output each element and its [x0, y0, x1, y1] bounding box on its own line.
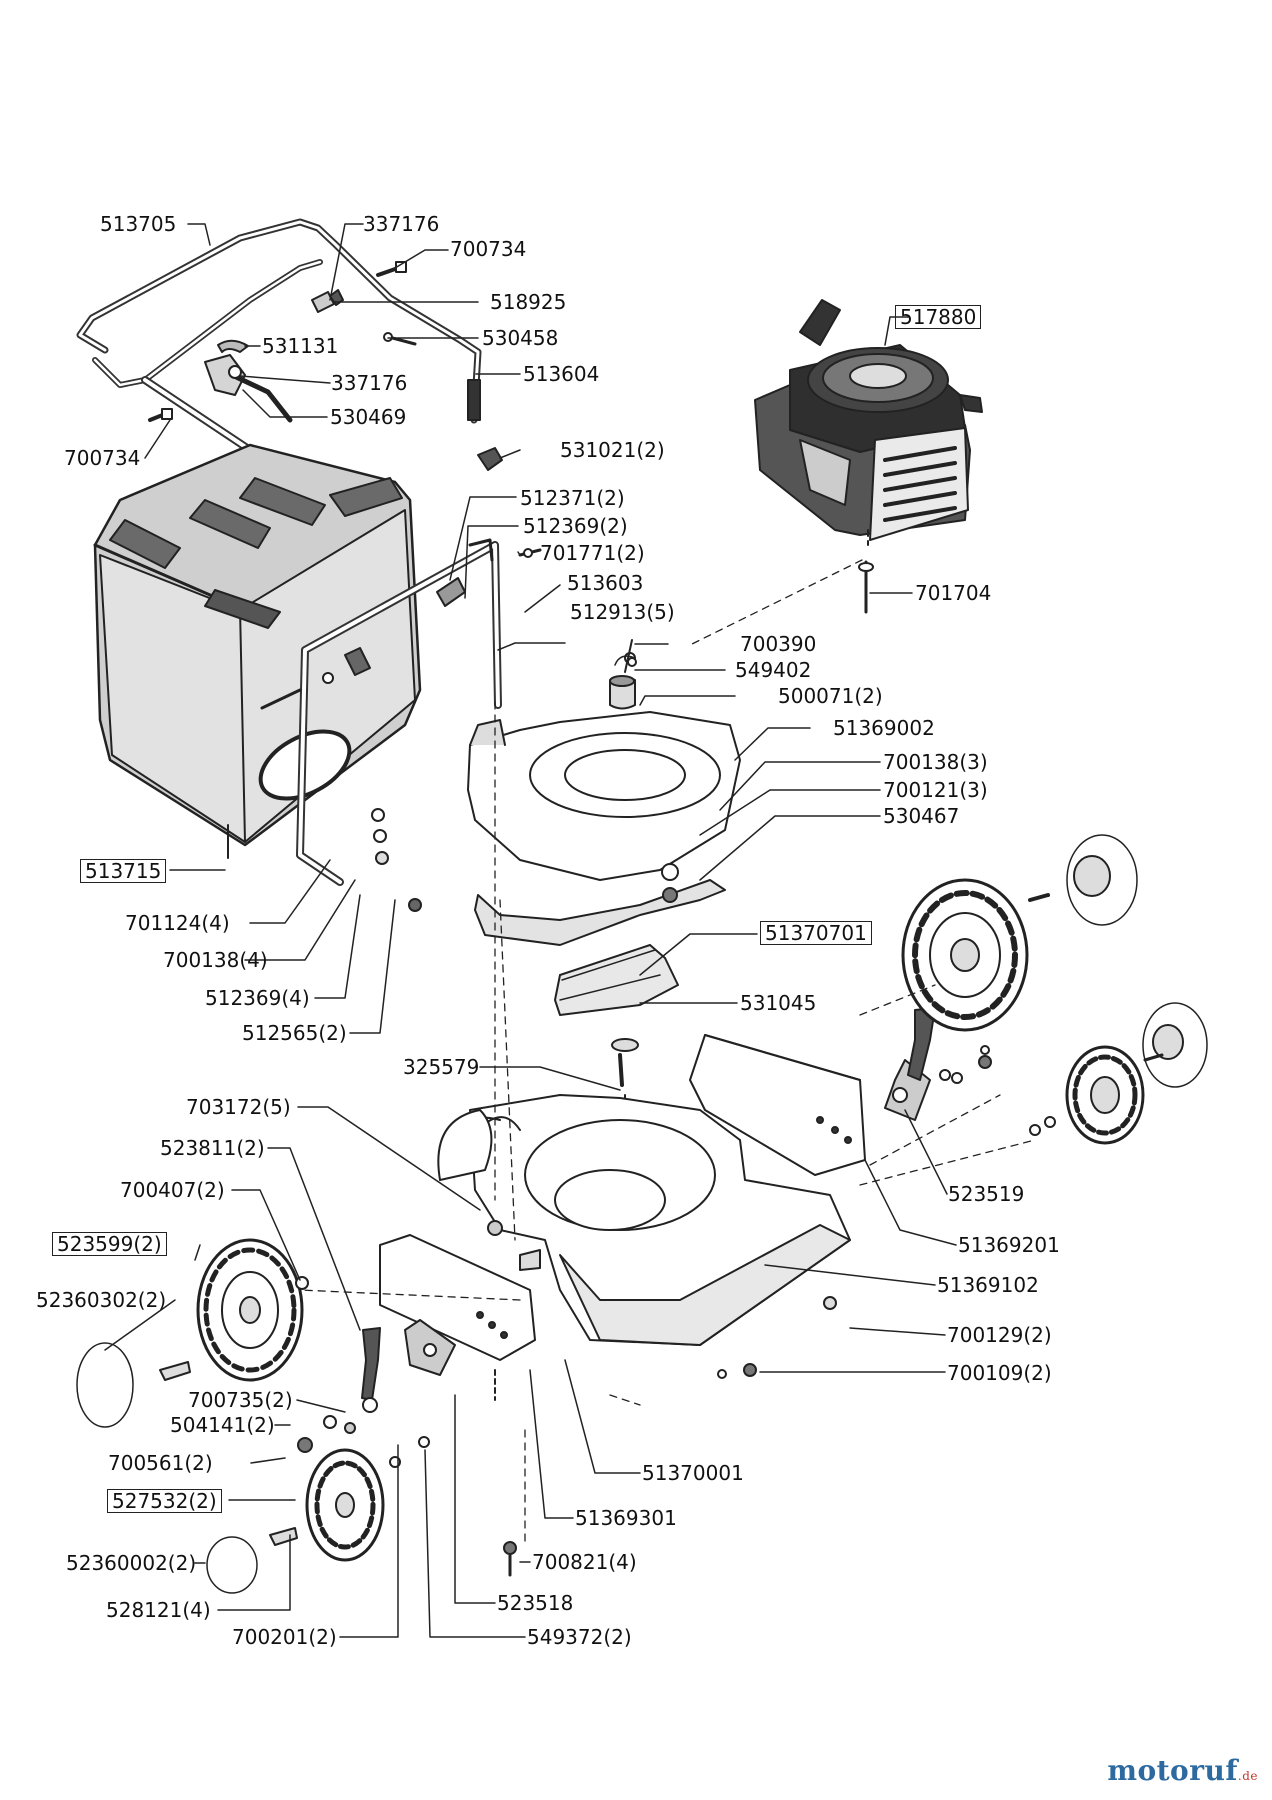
part-label-700201: 700201(2) — [232, 1625, 337, 1649]
part-label-700138-upper: 700138(3) — [883, 750, 988, 774]
part-label-512371: 512371(2) — [520, 486, 625, 510]
part-label-523518: 523518 — [497, 1591, 574, 1615]
part-label-700735: 700735(2) — [188, 1388, 293, 1412]
part-label-527532: 527532(2) — [107, 1489, 222, 1513]
front-axle-plate — [379, 1234, 536, 1376]
rear-wheel-lower — [1065, 1002, 1208, 1145]
part-label-531021: 531021(2) — [560, 438, 665, 462]
rear-axle-plate — [689, 1034, 931, 1176]
grass-bag — [93, 443, 422, 859]
part-label-51370701: 51370701 — [760, 921, 872, 945]
lower-handle — [260, 538, 542, 912]
washers-and-bolts — [295, 1045, 1056, 1577]
part-label-531045: 531045 — [740, 991, 817, 1015]
part-label-51369201: 51369201 — [958, 1233, 1060, 1257]
alignment-lines — [299, 559, 1036, 1546]
part-label-701704: 701704 — [915, 581, 992, 605]
part-label-700734-upper: 700734 — [450, 237, 527, 261]
part-label-701771: 701771(2) — [540, 541, 645, 565]
part-label-513603: 513603 — [567, 571, 644, 595]
watermark-logo: motoruf.de — [1107, 1754, 1258, 1787]
part-label-325579: 325579 — [403, 1055, 480, 1079]
part-label-701124: 701124(4) — [125, 911, 230, 935]
handle-hardware — [148, 261, 503, 471]
rear-wheel-upper — [901, 834, 1138, 1032]
blade-assembly — [554, 944, 679, 1109]
part-label-51369102: 51369102 — [937, 1273, 1039, 1297]
front-wheel-small — [206, 1448, 385, 1594]
part-label-512369-lower: 512369(4) — [205, 986, 310, 1010]
part-label-700734-lower: 700734 — [64, 446, 141, 470]
part-label-518925: 518925 — [490, 290, 567, 314]
part-label-52360302: 52360302(2) — [36, 1288, 167, 1312]
part-label-512565: 512565(2) — [242, 1021, 347, 1045]
part-label-337176-lower: 337176 — [331, 371, 408, 395]
part-label-549372: 549372(2) — [527, 1625, 632, 1649]
part-label-700390: 700390 — [740, 632, 817, 656]
part-label-337176-upper: 337176 — [363, 212, 440, 236]
deck-upper-housing — [467, 639, 741, 946]
part-label-700561: 700561(2) — [108, 1451, 213, 1475]
watermark-main: motoruf — [1107, 1754, 1238, 1787]
part-label-528121: 528121(4) — [106, 1598, 211, 1622]
deck-lower-chassis — [437, 1094, 851, 1379]
part-label-523599: 523599(2) — [52, 1232, 167, 1256]
part-label-700129: 700129(2) — [947, 1323, 1052, 1347]
part-label-523811: 523811(2) — [160, 1136, 265, 1160]
part-label-700821: 700821(4) — [532, 1550, 637, 1574]
part-label-52360002: 52360002(2) — [66, 1551, 197, 1575]
part-label-700121: 700121(3) — [883, 778, 988, 802]
part-label-513705: 513705 — [100, 212, 177, 236]
part-label-512369-top: 512369(2) — [523, 514, 628, 538]
part-label-549402: 549402 — [735, 658, 812, 682]
part-label-531131: 531131 — [262, 334, 339, 358]
watermark-suffix: .de — [1237, 1769, 1258, 1783]
part-label-517880: 517880 — [895, 305, 982, 329]
part-label-513715: 513715 — [80, 859, 167, 883]
part-label-51369301: 51369301 — [575, 1506, 677, 1530]
part-label-51369002: 51369002 — [833, 716, 935, 740]
part-label-51370001: 51370001 — [642, 1461, 744, 1485]
part-label-700407: 700407(2) — [120, 1178, 225, 1202]
part-label-530469: 530469 — [330, 405, 407, 429]
engine — [754, 299, 983, 546]
part-label-504141: 504141(2) — [170, 1413, 275, 1437]
leader-lines — [104, 223, 957, 1638]
part-label-703172: 703172(5) — [186, 1095, 291, 1119]
front-wheel-large — [76, 1238, 304, 1428]
part-label-700109: 700109(2) — [947, 1361, 1052, 1385]
part-label-530458: 530458 — [482, 326, 559, 350]
part-label-530467: 530467 — [883, 804, 960, 828]
part-label-500071: 500071(2) — [778, 684, 883, 708]
part-label-700138-lower: 700138(4) — [163, 948, 268, 972]
part-label-523519: 523519 — [948, 1182, 1025, 1206]
part-label-512913: 512913(5) — [570, 600, 675, 624]
part-label-513604: 513604 — [523, 362, 600, 386]
